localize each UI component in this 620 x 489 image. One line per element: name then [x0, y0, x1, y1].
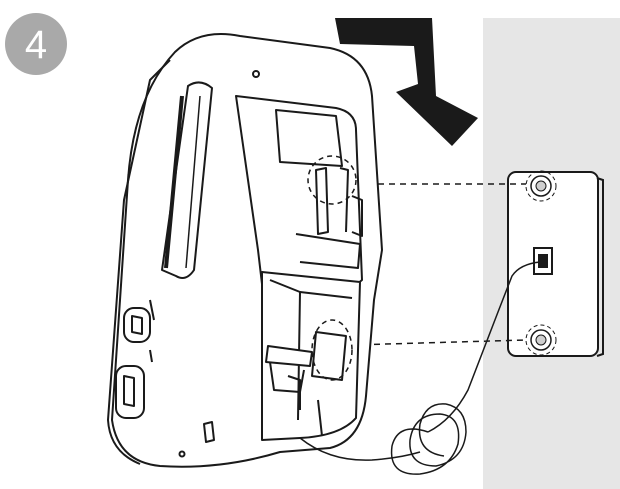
screw-icon [525, 170, 557, 202]
alignment-line-bottom [351, 339, 527, 346]
step-badge-circle [5, 13, 67, 75]
wall-plate [507, 170, 604, 357]
side-button-top [123, 307, 151, 343]
step-badge: 4 [5, 13, 67, 75]
handset-cradle [161, 81, 213, 279]
phone-cord [299, 261, 541, 475]
phone-jack-icon [533, 247, 553, 275]
telephone-base [107, 33, 383, 468]
side-button-bottom [115, 365, 145, 419]
hook-highlight-bottom [311, 319, 353, 381]
step-number: 4 [25, 23, 47, 67]
screw-icon [525, 324, 557, 356]
down-arrow-icon [335, 18, 478, 146]
hook-highlight-top [307, 155, 357, 205]
